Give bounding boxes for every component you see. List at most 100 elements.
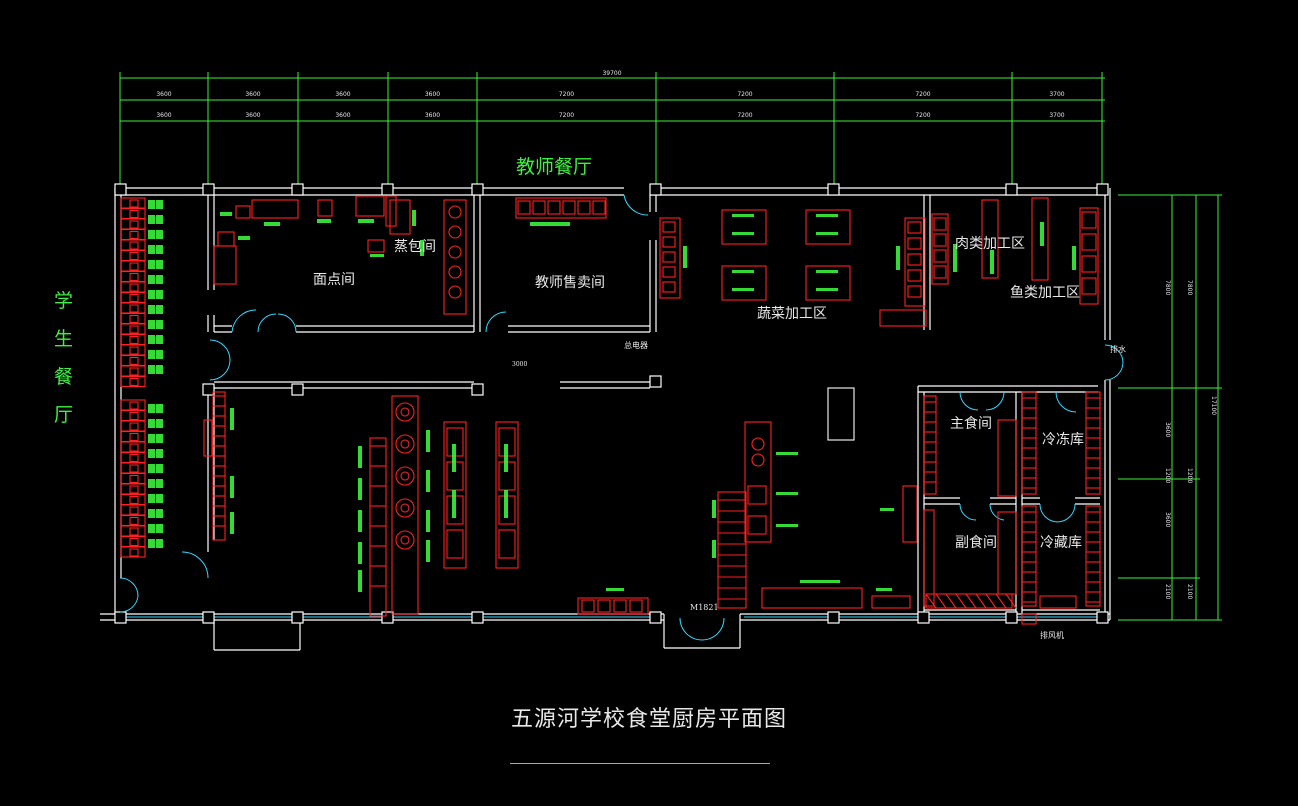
equipment-label-mark: [732, 270, 754, 273]
column: [291, 183, 304, 196]
equipment-label-mark: [1040, 222, 1044, 246]
title-underline: [510, 763, 770, 764]
column: [827, 611, 840, 624]
equipment-label-mark: [317, 219, 331, 223]
veg-table: [721, 209, 767, 245]
equipment-label-mark: [148, 509, 155, 518]
equipment-label-mark: [412, 210, 416, 226]
equipment-label-mark: [358, 570, 362, 592]
door-code-label: M1821: [690, 603, 719, 612]
structural-columns: [114, 183, 1109, 624]
equipment-label-mark: [358, 478, 362, 500]
counter-inner: [129, 209, 139, 219]
column: [1096, 183, 1109, 196]
mixer: [367, 239, 385, 253]
column: [649, 183, 662, 196]
equipment-label-mark: [426, 430, 430, 452]
equipment-label-mark: [776, 524, 798, 527]
equipment-label-mark: [148, 305, 155, 314]
top-dim-1-3: 3600: [424, 91, 441, 98]
counter-inner: [129, 537, 139, 547]
equipment-label-mark: [148, 464, 155, 473]
column: [1005, 611, 1018, 624]
shelf-slot: [662, 221, 676, 233]
sink-basin: [933, 217, 947, 231]
equipment-label-mark: [156, 290, 163, 299]
column: [649, 375, 662, 388]
counter-well: [517, 200, 531, 215]
side-rack: [997, 511, 1017, 595]
column: [381, 183, 394, 196]
equipment-label-mark: [816, 270, 838, 273]
equipment-label-mark: [156, 320, 163, 329]
column: [202, 183, 215, 196]
basin: [629, 599, 643, 613]
counter-inner: [129, 283, 139, 292]
counter-inner: [129, 453, 139, 463]
cook-box: [747, 515, 767, 535]
equipment-label-mark: [816, 232, 838, 235]
equipment-label-mark: [452, 444, 456, 472]
room-label-staple: 主食间: [950, 416, 992, 432]
shelf-slot: [907, 221, 922, 234]
equipment-label-mark: [683, 246, 687, 268]
equipment-label-mark: [816, 288, 838, 291]
equipment-label-mark: [156, 305, 163, 314]
equipment-label-mark: [358, 219, 374, 223]
equipment-label-mark: [156, 479, 163, 488]
equipment-labels: [148, 200, 1076, 592]
meat-rack: [931, 213, 949, 285]
counter-inner: [129, 485, 139, 494]
steam-cabinet: [443, 199, 467, 315]
freezer-rack: [1021, 391, 1037, 495]
veg-table: [721, 265, 767, 301]
top-dim-2-7: 3700: [1049, 112, 1065, 119]
column: [202, 383, 215, 396]
equipment-label-mark: [148, 494, 155, 503]
room-label-teacher-sales: 教师售卖间: [535, 275, 605, 291]
sink-basin: [933, 265, 947, 279]
column: [381, 611, 394, 624]
column: [649, 611, 662, 624]
right-dim-outer-2: 1200: [1164, 468, 1171, 484]
counter-inner: [129, 432, 139, 442]
basin: [613, 599, 627, 613]
hand-sink-2: [902, 485, 918, 543]
right-dim-outer-4: 2100: [1164, 584, 1171, 600]
island-counter: [827, 387, 855, 441]
fridge: [235, 205, 251, 219]
counter-well: [592, 200, 606, 215]
counter-well: [532, 200, 546, 215]
equipment-label-mark: [156, 419, 163, 428]
top-dim-1-1: 3600: [245, 91, 261, 98]
equipment-label-mark: [148, 365, 155, 374]
right-dim-mid-0: 7800: [1186, 280, 1193, 296]
equipment-label-mark: [156, 335, 163, 344]
equipment-label-mark: [1072, 246, 1076, 270]
dishwasher: [761, 587, 863, 609]
counter-inner: [129, 335, 139, 345]
exhaust-fan: [1021, 613, 1037, 625]
column: [114, 183, 127, 196]
shelf-slot: [907, 285, 922, 298]
veg-shelf: [659, 217, 681, 299]
column: [1005, 183, 1018, 196]
counter-inner: [129, 548, 139, 557]
equipment-label-mark: [148, 350, 155, 359]
top-dim-2-1: 3600: [245, 112, 261, 119]
shelf-slot: [662, 281, 676, 293]
fish-rack: [1079, 207, 1099, 305]
top-dim-2-0: 3600: [156, 112, 172, 119]
right-dim-mid-1: 1200: [1186, 468, 1193, 484]
equipment-label-mark: [148, 419, 155, 428]
meat-shelf: [904, 217, 926, 307]
chill-bottom-rack: [1039, 595, 1077, 609]
teacher-dining-label: 教师餐厅: [516, 156, 593, 178]
column: [114, 611, 127, 624]
equipment-label-mark: [156, 275, 163, 284]
right-dim-outer-1: 3600: [1164, 422, 1171, 438]
counter-inner: [129, 241, 139, 250]
equipment-label-mark: [156, 365, 163, 374]
equipment-label-mark: [504, 444, 508, 472]
